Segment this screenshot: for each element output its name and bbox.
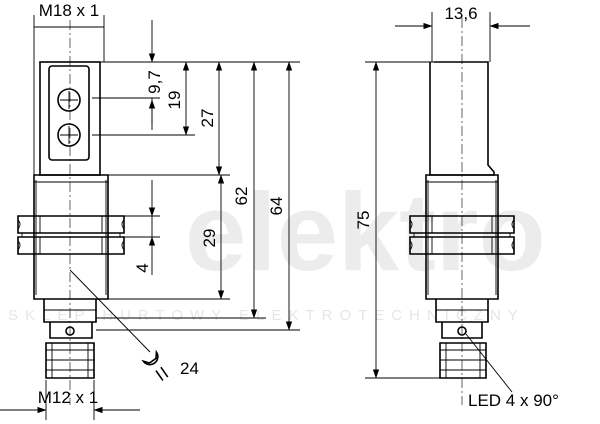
nut-lower-right [409, 236, 515, 255]
dim-lens-length: 27 [198, 109, 217, 128]
dim-top-width: M18 x 1 [39, 1, 99, 20]
dim-nut-gap: 29 [200, 229, 219, 248]
dim-wrench: 24 [180, 359, 199, 378]
dim-nut-thickness: 4 [133, 263, 152, 272]
watermark-sub: SKLEP HURTOWY ELEKTROTECHNICZNY [8, 307, 525, 324]
nut-upper-right [409, 215, 515, 234]
watermark: elektro SKLEP HURTOWY ELEKTROTECHNICZNY [8, 171, 546, 324]
dim-total-length: 75 [354, 211, 373, 230]
dim-thread-length: 62 [232, 187, 251, 206]
connector-plug [45, 342, 95, 379]
wrench-icon [141, 349, 169, 381]
connector-ring [49, 322, 93, 339]
neck [43, 299, 97, 323]
dim-housing-length: 64 [267, 197, 286, 216]
led-window [48, 65, 90, 161]
dim-bottom-width: M12 x 1 [38, 388, 98, 407]
dim-front-width: 13,6 [444, 4, 477, 23]
neck-right [435, 299, 489, 323]
led-icon-upper [57, 88, 81, 112]
side-view: M18 x 1 M12 x 1 9,7 19 27 62 64 29 4 [0, 1, 300, 420]
nut-upper [17, 215, 125, 234]
dim-led-pitch: 9,7 [145, 70, 164, 94]
connector-plug-right [439, 342, 487, 379]
led-note: LED 4 x 90° [468, 391, 559, 410]
dim-led-span: 19 [165, 91, 184, 110]
threaded-body-right [425, 174, 499, 300]
led-icon-lower [57, 123, 81, 147]
nut-lower [17, 236, 125, 255]
front-view: 13,6 75 LED 4 x 90° [354, 4, 559, 410]
